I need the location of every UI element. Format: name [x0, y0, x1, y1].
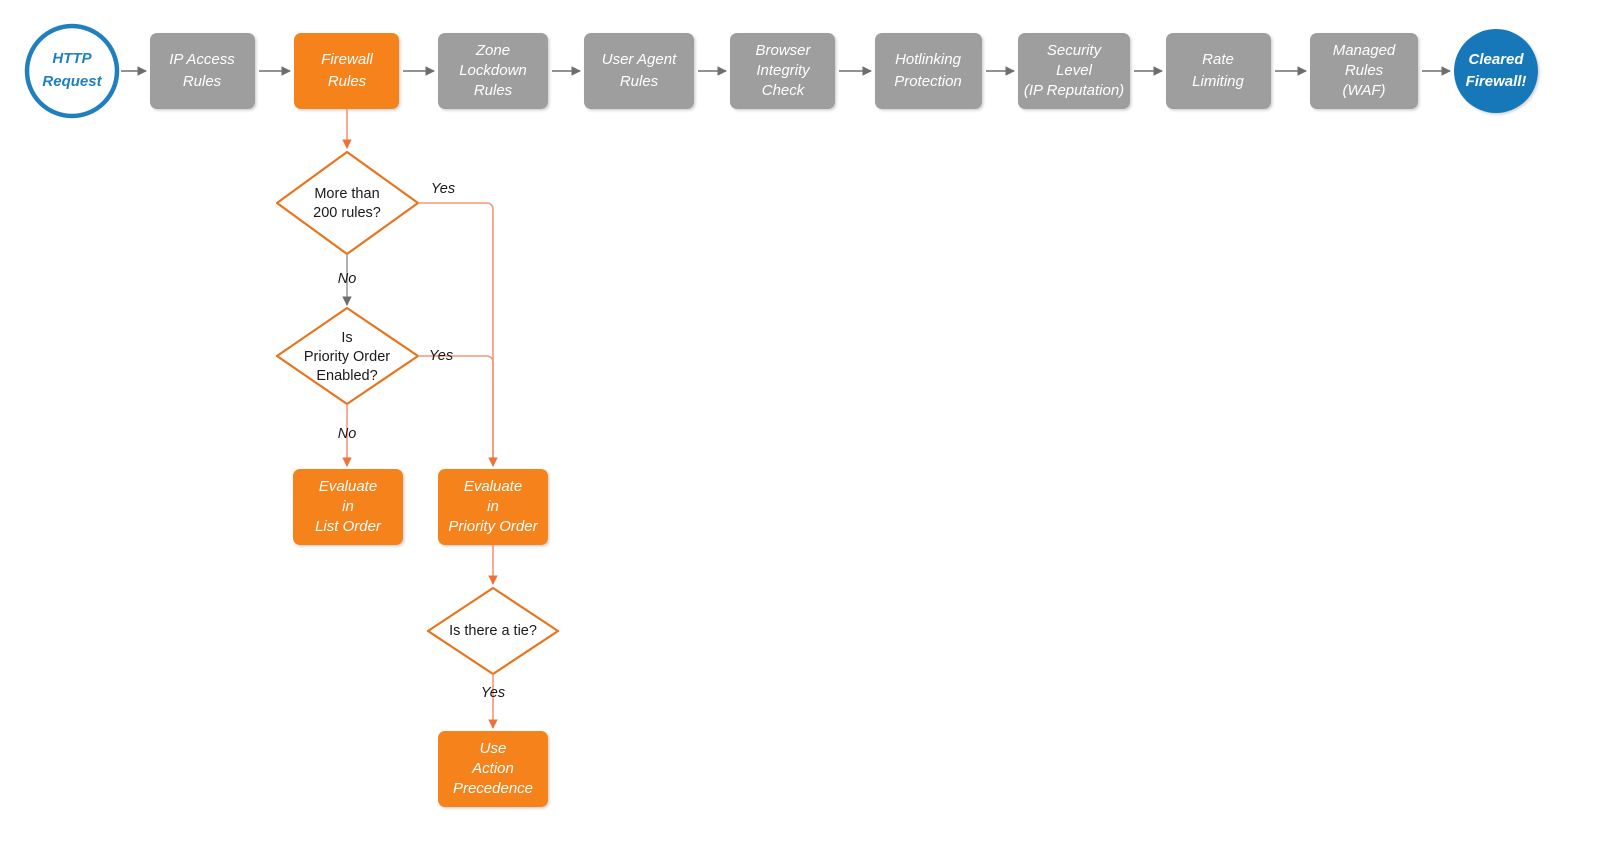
evaluate-list-order-box: [293, 469, 403, 545]
node-zone-lockdown-rules[interactable]: Zone Lockdown Rules: [438, 33, 548, 109]
more-than-200-rules-line-1: More than: [314, 186, 379, 202]
decision-is-priority-order-enabled[interactable]: Is Priority Order Enabled?: [275, 306, 420, 406]
edge-yes-1-path: [418, 202, 494, 463]
priority-order-line-2: Priority Order: [304, 349, 390, 365]
user-agent-line-1: User Agent: [602, 51, 677, 68]
managed-rules-box: [1310, 33, 1418, 109]
node-evaluate-in-list-order[interactable]: Evaluate in List Order: [293, 469, 403, 545]
zone-lockdown-line-2: Lockdown: [459, 62, 527, 79]
security-level-line-1: Security: [1047, 42, 1103, 59]
is-there-a-tie-line-1: Is there a tie?: [449, 623, 537, 639]
node-ip-access-rules[interactable]: IP Access Rules: [150, 33, 255, 109]
node-managed-rules-waf[interactable]: Managed Rules (WAF): [1310, 33, 1418, 109]
node-http-request[interactable]: HTTP Request: [24, 23, 120, 119]
managed-rules-line-3: (WAF): [1342, 82, 1385, 99]
firewall-rules-line-2: Rules: [328, 73, 367, 90]
cleared-firewall-line-2: Firewall!: [1466, 73, 1527, 90]
ip-access-rules-box: [150, 33, 255, 109]
node-security-level[interactable]: Security Level (IP Reputation): [1018, 33, 1130, 109]
decision-is-there-a-tie[interactable]: Is there a tie?: [426, 586, 560, 676]
more-than-200-rules-line-2: 200 rules?: [313, 205, 381, 221]
rate-limiting-box: [1166, 33, 1271, 109]
edge-label-no-1: No: [338, 271, 357, 287]
hotlinking-line-1: Hotlinking: [895, 51, 962, 68]
cleared-firewall-circle: [1454, 29, 1538, 113]
node-cleared-firewall[interactable]: Cleared Firewall!: [1454, 29, 1538, 113]
security-level-line-3: (IP Reputation): [1024, 82, 1124, 99]
hotlinking-line-2: Protection: [894, 73, 962, 90]
edge-label-yes-2: Yes: [429, 348, 453, 364]
node-hotlinking-protection[interactable]: Hotlinking Protection: [875, 33, 982, 109]
zone-lockdown-line-1: Zone: [475, 42, 510, 59]
priority-order-line-3: Enabled?: [316, 368, 377, 384]
zone-lockdown-rules-box: [438, 33, 548, 109]
managed-rules-line-1: Managed: [1333, 42, 1396, 59]
http-request-circle: [24, 23, 120, 119]
node-rate-limiting[interactable]: Rate Limiting: [1166, 33, 1271, 109]
evaluate-priority-order-box: [438, 469, 548, 545]
zone-lockdown-line-3: Rules: [474, 82, 513, 99]
managed-rules-line-2: Rules: [1345, 62, 1384, 79]
evaluate-list-order-line-3: List Order: [315, 518, 382, 535]
edge-label-yes-3: Yes: [481, 685, 505, 701]
evaluate-list-order-line-1: Evaluate: [319, 478, 377, 495]
firewall-rules-line-1: Firewall: [321, 51, 373, 68]
use-action-precedence-box: [438, 731, 548, 807]
node-user-agent-rules[interactable]: User Agent Rules: [584, 33, 694, 109]
node-evaluate-in-priority-order[interactable]: Evaluate in Priority Order: [438, 469, 548, 545]
user-agent-line-2: Rules: [620, 73, 659, 90]
evaluate-priority-order-line-3: Priority Order: [448, 518, 538, 535]
browser-integrity-box: [730, 33, 835, 109]
ip-access-rules-line-2: Rules: [183, 73, 222, 90]
node-browser-integrity-check[interactable]: Browser Integrity Check: [730, 33, 835, 109]
ip-access-rules-line-1: IP Access: [169, 51, 235, 68]
node-firewall-rules[interactable]: Firewall Rules: [294, 33, 399, 109]
evaluate-priority-order-line-1: Evaluate: [464, 478, 522, 495]
firewall-rules-box: [294, 33, 399, 109]
evaluate-priority-order-line-2: in: [487, 498, 499, 515]
node-use-action-precedence[interactable]: Use Action Precedence: [438, 731, 548, 807]
edge-label-no-2: No: [338, 426, 357, 442]
use-action-precedence-line-1: Use: [480, 740, 507, 757]
use-action-precedence-line-3: Precedence: [453, 780, 533, 797]
security-level-box: [1018, 33, 1130, 109]
rate-limiting-line-1: Rate: [1202, 51, 1234, 68]
browser-integrity-line-2: Integrity: [756, 62, 811, 79]
hotlinking-protection-box: [875, 33, 982, 109]
priority-order-line-1: Is: [341, 330, 352, 346]
user-agent-rules-box: [584, 33, 694, 109]
browser-integrity-line-3: Check: [762, 82, 806, 99]
evaluate-list-order-line-2: in: [342, 498, 354, 515]
http-request-line-1: HTTP: [52, 50, 92, 67]
cleared-firewall-line-1: Cleared: [1468, 51, 1524, 68]
http-request-line-2: Request: [42, 73, 102, 90]
decision-more-than-200-rules[interactable]: More than 200 rules?: [275, 150, 420, 256]
security-level-line-2: Level: [1056, 62, 1093, 79]
edge-label-yes-1: Yes: [431, 181, 455, 197]
rate-limiting-line-2: Limiting: [1192, 73, 1244, 90]
use-action-precedence-line-2: Action: [471, 760, 514, 777]
edge-yes-2-path: [418, 355, 494, 463]
browser-integrity-line-1: Browser: [755, 42, 811, 59]
more-than-200-rules-diamond: [275, 150, 420, 256]
